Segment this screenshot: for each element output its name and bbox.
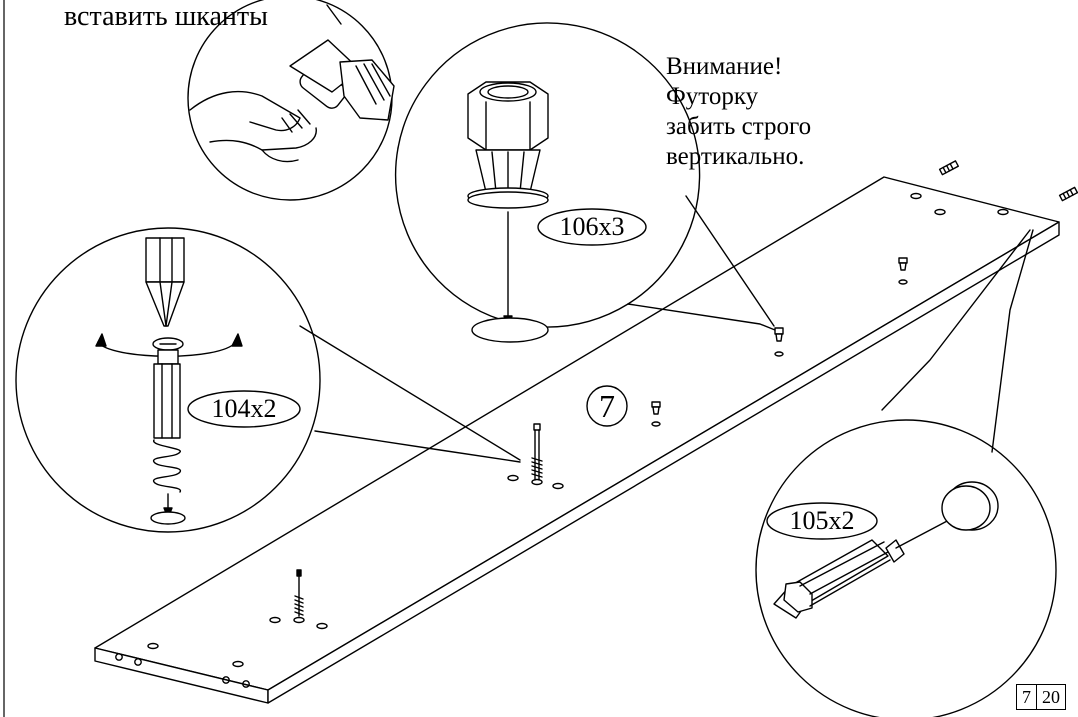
warning-line-3: забить строго bbox=[666, 113, 812, 140]
label-oval-106 bbox=[537, 208, 647, 246]
panel-screws bbox=[294, 160, 1078, 617]
label-oval-105 bbox=[766, 502, 878, 540]
label-oval-104 bbox=[187, 390, 301, 428]
panel-number: 7 bbox=[599, 388, 615, 424]
page-number: 7 bbox=[1022, 687, 1031, 707]
part-label-104: 104x2 bbox=[211, 394, 277, 423]
warning-line-2: Футорку bbox=[666, 83, 759, 110]
warning-note: Внимание! Футорку забить строго вертикал… bbox=[666, 52, 866, 172]
hammer-detail bbox=[187, 0, 395, 201]
page-indicator: 7 20 bbox=[1016, 684, 1066, 710]
instruction-text: вставить шканты bbox=[64, 1, 268, 32]
fitting-detail bbox=[394, 22, 776, 343]
part-label-105: 105x2 bbox=[789, 506, 855, 535]
warning-line-1: Внимание! bbox=[666, 53, 783, 80]
cap-detail bbox=[755, 229, 1057, 717]
part-label-106: 106x3 bbox=[559, 212, 625, 241]
part7-circle bbox=[586, 385, 628, 427]
warning-line-4: вертикально. bbox=[666, 143, 805, 170]
page-total: 20 bbox=[1036, 685, 1065, 709]
screw-detail bbox=[15, 227, 521, 533]
panel-board bbox=[94, 176, 1060, 704]
